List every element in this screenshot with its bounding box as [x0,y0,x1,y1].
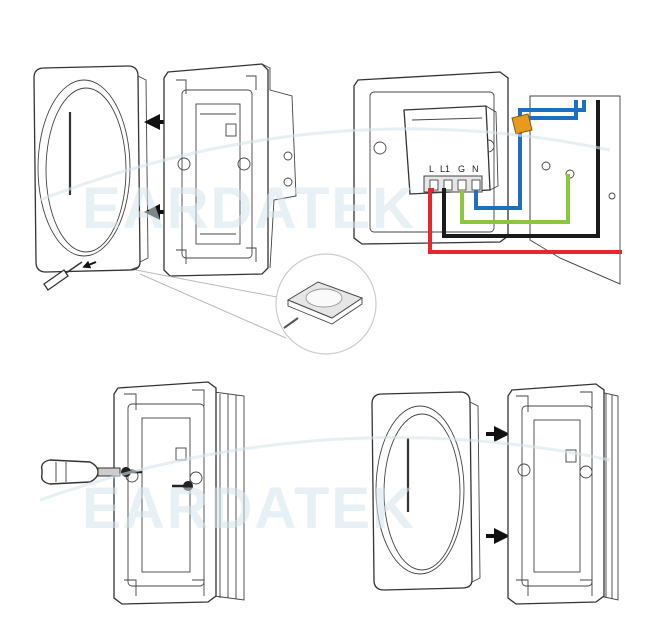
load-wire [442,100,600,238]
watermark-text: EARDATEK [82,476,416,541]
step-1-remove-panel [33,63,297,291]
live-wire [428,188,622,254]
step-4-attach-panel [371,383,619,605]
step-3-screw-frame [40,381,245,605]
arrow-right-icon [486,426,510,544]
terminal-label-l1: L1 [440,164,450,174]
wires [428,100,622,254]
mounting-frame [507,383,605,605]
screwdriver-icon [40,459,121,485]
watermark: EARDATEK EARDATEK [39,127,611,541]
terminal-label-l: L [429,164,434,174]
terminal-label-n: N [472,164,479,174]
detail-callout [135,253,377,355]
mounting-frame-screwing [113,381,217,605]
watermark-text: EARDATEK [82,176,416,241]
wire-connector-icon [511,113,533,135]
switch-panel-front [371,391,481,591]
terminal-label-g: G [458,164,465,174]
mounting-frame [163,63,297,277]
screwdriver-icon [43,260,97,291]
ground-wire [460,174,570,224]
